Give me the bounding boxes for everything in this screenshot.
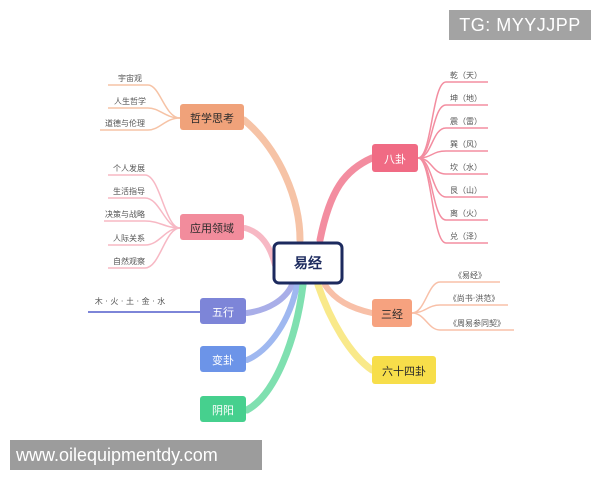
- philosophy-leaves: [100, 84, 181, 131]
- philosophy-leaf-1: 宇宙观: [118, 73, 142, 83]
- bagua-leaf-6: 艮（山）: [450, 185, 482, 195]
- node-yinyang-label: 阴阳: [212, 404, 234, 417]
- node-sixtyfour: 六十四卦: [372, 356, 436, 384]
- application-leaves: [104, 174, 181, 269]
- node-bagua-label: 八卦: [384, 152, 406, 166]
- connector-yinyang: [243, 281, 307, 414]
- connector-philosophy: [240, 116, 304, 244]
- node-biangua-label: 变卦: [212, 353, 234, 367]
- center-node: 易经: [272, 241, 344, 285]
- bagua-leaf-4: 巽（风）: [450, 140, 482, 149]
- bagua-leaf-8: 兑（泽）: [450, 231, 482, 241]
- node-wuxing: 五行: [200, 298, 246, 324]
- bagua-leaf-1: 乾（天）: [450, 70, 482, 80]
- watermark-top: TG: MYYJJPP: [449, 10, 591, 40]
- connector-sixtyfour: [314, 281, 376, 374]
- bagua-leaves: [417, 81, 488, 244]
- application-leaf-2: 生活指导: [113, 186, 145, 196]
- bagua-leaf-2: 坤（地）: [450, 93, 482, 103]
- application-leaf-3: 决策与战略: [105, 209, 145, 219]
- application-leaf-1: 个人发展: [113, 163, 145, 173]
- node-sanjing: 三经: [372, 299, 412, 327]
- node-biangua: 变卦: [200, 346, 246, 372]
- sanjing-leaves: [411, 281, 514, 331]
- sanjing-leaf-2: 《尚书·洪范》: [449, 293, 500, 303]
- node-philosophy: 哲学思考: [180, 104, 244, 130]
- application-leaf-5: 自然观察: [113, 256, 145, 266]
- connector-application: [242, 225, 278, 268]
- application-leaf-4: 人际关系: [113, 233, 145, 243]
- wuxing-leaf: 木 · 火 · 土 · 金 · 水: [95, 296, 166, 306]
- sanjing-leaf-1: 《易经》: [454, 270, 486, 280]
- node-yinyang: 阴阳: [200, 396, 246, 422]
- bagua-leaf-7: 离（火）: [450, 208, 482, 218]
- node-application-label: 应用领域: [190, 221, 234, 235]
- philosophy-leaf-2: 人生哲学: [114, 96, 146, 106]
- sanjing-leaf-3: 《周易参同契》: [449, 318, 505, 328]
- node-wuxing-label: 五行: [212, 306, 234, 319]
- connector-wuxing: [244, 282, 295, 316]
- node-sanjing-label: 三经: [381, 308, 403, 321]
- bagua-leaf-3: 震（雷）: [450, 117, 482, 126]
- connector-sanjing: [322, 282, 375, 316]
- philosophy-leaf-3: 道德与伦理: [105, 118, 145, 128]
- node-application: 应用领域: [180, 214, 244, 240]
- bagua-leaf-5: 坎（水）: [450, 162, 482, 172]
- connector-bagua: [316, 154, 376, 244]
- node-sixtyfour-label: 六十四卦: [382, 364, 426, 378]
- node-bagua: 八卦: [372, 144, 418, 172]
- connector-biangua: [244, 282, 300, 363]
- node-philosophy-label: 哲学思考: [190, 111, 234, 125]
- watermark-bottom: www.oilequipmentdy.com: [10, 440, 262, 470]
- center-node-label: 易经: [294, 255, 322, 272]
